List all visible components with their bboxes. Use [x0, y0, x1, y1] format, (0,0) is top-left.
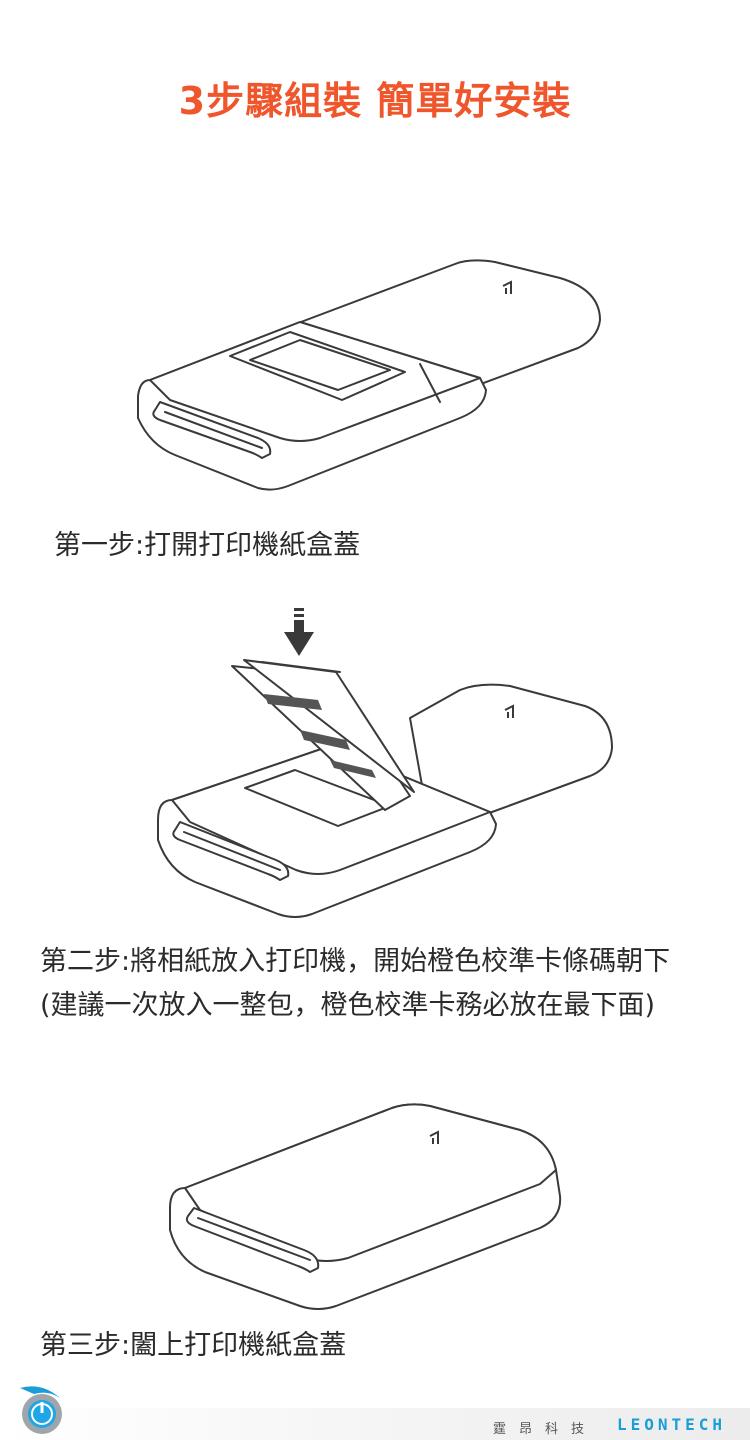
- mi-logo-icon: [504, 704, 514, 718]
- printer-open-illustration: [137, 259, 601, 491]
- printer-insert-paper-illustration: [157, 608, 613, 918]
- page-title: 3步驟組裝 簡單好安裝: [178, 79, 572, 123]
- power-icon: [20, 1386, 62, 1434]
- step-3-text: 第三步:闔上打印機紙盒蓋: [40, 1330, 347, 1361]
- arrow-down-icon: [284, 608, 314, 656]
- footer-bar: [0, 1408, 750, 1440]
- step-2-text: 第二步:將相紙放入打印機，開始橙色校準卡條碼朝下 (建議一次放入一整包，橙色校準…: [40, 940, 670, 1028]
- footer-brand-logo: LEONTECH: [617, 1415, 727, 1434]
- step-2-line-1: 第二步:將相紙放入打印機，開始橙色校準卡條碼朝下: [40, 946, 671, 977]
- mi-logo-icon: [502, 280, 512, 294]
- step-2-line-2: (建議一次放入一整包，橙色校準卡務必放在最下面): [40, 990, 656, 1021]
- printer-closed-illustration: [169, 1103, 562, 1310]
- step-1-text: 第一步:打開打印機紙盒蓋: [54, 530, 361, 561]
- mi-logo-icon: [429, 1130, 439, 1144]
- footer-company-name: 霆昂科技: [493, 1422, 598, 1437]
